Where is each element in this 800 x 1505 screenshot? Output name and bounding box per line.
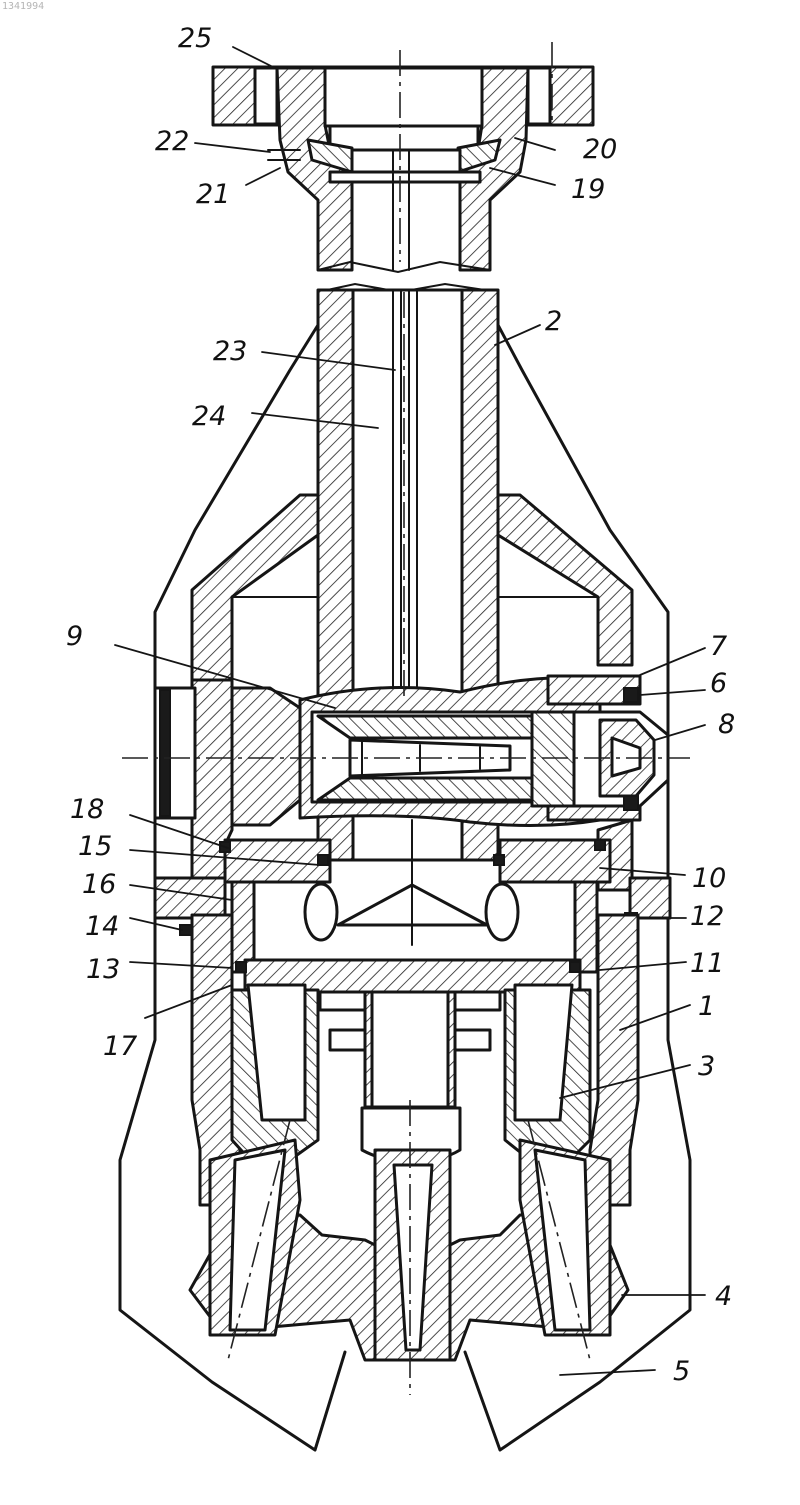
taper-lower: [318, 778, 532, 800]
label-10: 10: [692, 863, 726, 894]
label-13: 13: [86, 954, 120, 985]
spindle-assembly: [300, 676, 668, 826]
flange-bolt-hole-right: [528, 68, 550, 124]
label-6: 6: [710, 668, 727, 699]
label-22: 22: [155, 126, 189, 157]
label-1: 1: [698, 991, 715, 1022]
adapter-recess: [330, 126, 478, 150]
label-19: 19: [571, 174, 605, 205]
label-15: 15: [78, 831, 112, 862]
label-8: 8: [718, 709, 735, 740]
corner-code: 1341994: [2, 1, 44, 12]
frame-right-upper: [498, 495, 632, 665]
frame-left-upper: [192, 495, 318, 680]
label-7: 7: [710, 631, 727, 662]
label-3: 3: [698, 1051, 715, 1082]
ball-right: [486, 884, 518, 940]
collet-block: [532, 712, 574, 806]
label-11: 11: [690, 948, 724, 979]
mid-plate-right: [500, 840, 610, 882]
label-23: 23: [213, 336, 247, 367]
label-18: 18: [70, 794, 104, 825]
ball-left: [305, 884, 337, 940]
label-12: 12: [690, 901, 724, 932]
label-25: 25: [178, 23, 212, 54]
top-flange-assembly: [213, 67, 593, 270]
label-9: 9: [66, 621, 83, 652]
label-5: 5: [673, 1356, 690, 1387]
adapter-bore: [325, 68, 482, 126]
taper-upper: [318, 716, 532, 738]
label-17: 17: [103, 1031, 137, 1062]
label-24: 24: [192, 401, 226, 432]
label-21: 21: [196, 179, 230, 210]
label-2: 2: [545, 306, 562, 337]
pod-housing: [232, 688, 300, 825]
label-14: 14: [85, 911, 119, 942]
label-20: 20: [583, 134, 617, 165]
label-16: 16: [82, 869, 116, 900]
flange-bolt-hole-left: [255, 68, 277, 124]
label-4: 4: [715, 1281, 732, 1312]
